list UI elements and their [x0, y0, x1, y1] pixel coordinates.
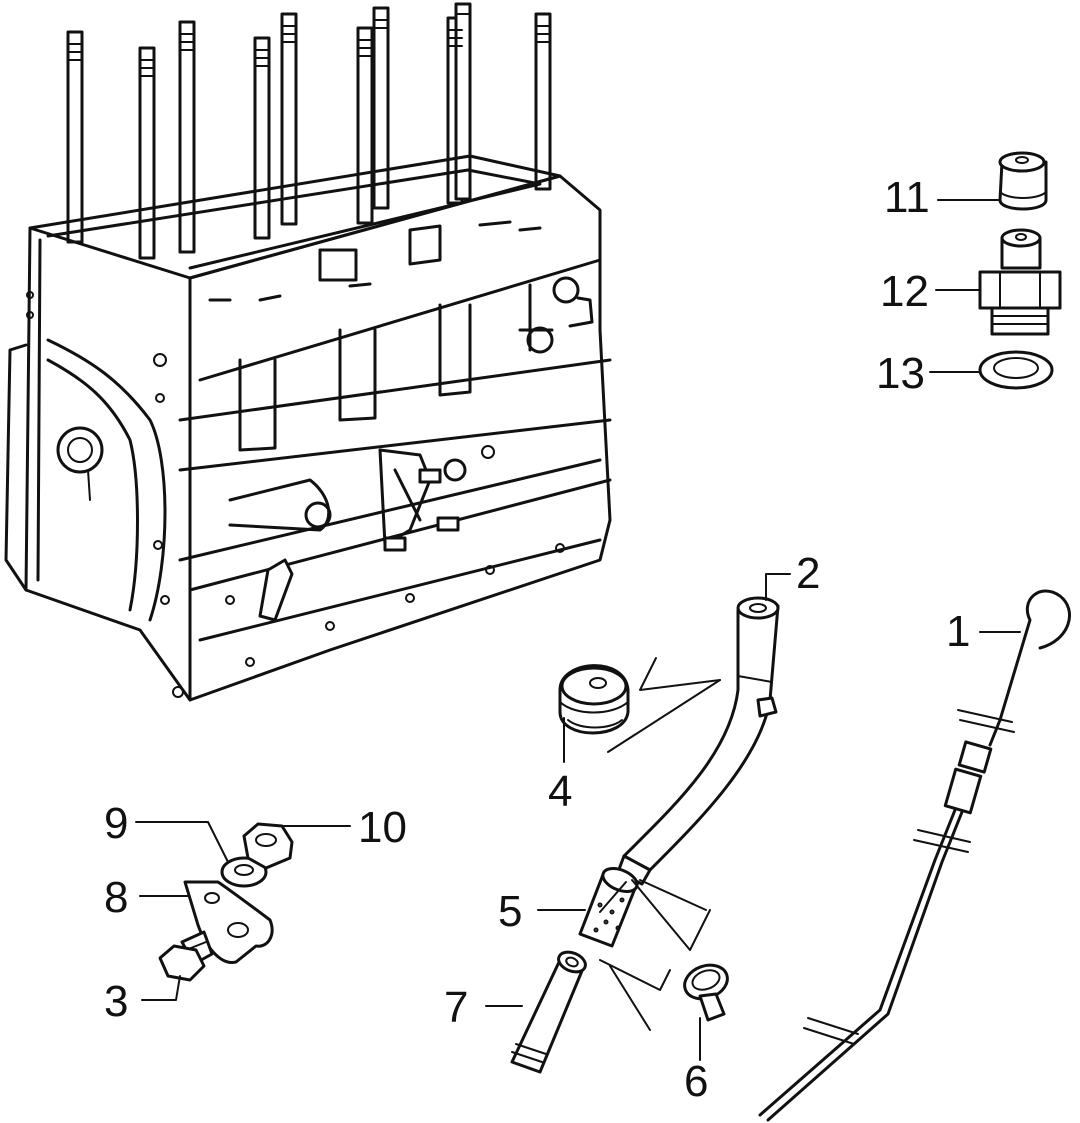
part-5-filter: [578, 867, 639, 948]
callout-3: 3: [104, 977, 128, 1026]
part-10-nut: [242, 822, 294, 870]
part-9-washer: [220, 856, 268, 888]
callout-5: 5: [498, 887, 522, 936]
callout-8: 8: [104, 873, 128, 922]
part-1-dipstick: [758, 589, 1071, 1122]
callout-11: 11: [884, 173, 930, 222]
callout-labels: 1 2 3 4 5 6 7 8 9 10 11 12 13: [104, 173, 970, 1106]
part-7-lower-tube: [510, 950, 587, 1074]
head-studs: [66, 2, 552, 260]
part-6-hose-clamp: [683, 963, 729, 1022]
part-4-grommet: [558, 664, 630, 735]
part-12-sender: [978, 228, 1062, 336]
leader-lines: [135, 199, 1021, 1061]
callout-7: 7: [444, 983, 468, 1032]
part-11-cap: [998, 151, 1048, 211]
callout-9: 9: [104, 799, 128, 848]
callout-13: 13: [876, 349, 925, 398]
callout-12: 12: [880, 267, 929, 316]
callout-10: 10: [358, 803, 407, 852]
part-13-seal-ring: [978, 350, 1054, 390]
part-3-bolt: [158, 930, 214, 982]
callout-1: 1: [946, 607, 970, 656]
callout-6: 6: [684, 1057, 708, 1106]
callout-4: 4: [548, 767, 572, 816]
callout-2: 2: [796, 549, 820, 598]
engine-block: [4, 2, 612, 702]
part-2-dipstick-tube: [616, 596, 780, 886]
